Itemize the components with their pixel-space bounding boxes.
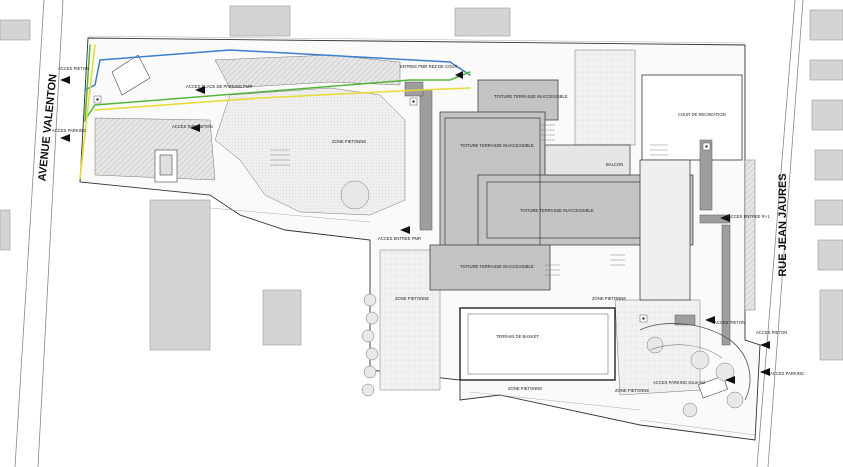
label-acces-parking-sous-sol: ACCES PARKING Sous-Sol — [653, 380, 705, 385]
street-rue-jean-jaures: RUE JEAN JAURES — [777, 173, 789, 276]
access-arrows — [60, 71, 770, 384]
label-toiture-top: TOITURE TERRASSE INACCESSIBLE — [494, 94, 568, 99]
label-toiture-mid: TOITURE TERRASSE INACCESSIBLE — [460, 143, 534, 148]
terrain-basket — [459, 307, 616, 381]
trees — [340, 180, 744, 418]
label-acces-parking-left: ACCES PARKING — [52, 128, 86, 133]
label-acces-entree-r1: ACCES ENTREE R+1 — [728, 214, 770, 219]
label-acces-rdc-pieton: ACCES RdC PIETON — [172, 124, 213, 129]
label-balcon: BALCON — [606, 162, 623, 167]
label-toiture-bottom: TOITURE TERRASSE INACCESSIBLE — [460, 264, 534, 269]
label-zone-pietonne-top: ZONE PIETONNE — [332, 139, 366, 144]
label-cour-recreation: COUR DE RECREATION — [678, 112, 726, 117]
stairs — [270, 124, 668, 276]
parking-vehicles — [111, 54, 728, 399]
street-lines — [14, 0, 804, 467]
dimension-lines — [87, 35, 756, 436]
driveway-ramp — [639, 323, 751, 401]
label-toiture-center: TOITURE TERRASSE INACCESSIBLE — [520, 208, 594, 213]
label-acces-pieton-mid: ACCES PIETON — [714, 320, 745, 325]
label-zone-pietonne-left: ZONE PIETONNE — [395, 296, 429, 301]
pmr-icons — [93, 95, 711, 323]
corridors — [404, 81, 731, 346]
label-terrain-basket: TERRAIN DE BASKET — [496, 334, 539, 339]
label-zone-pietonne-right: ZONE PIETONNE — [592, 296, 626, 301]
cour-recreation-area — [641, 74, 743, 161]
neighbour-buildings — [0, 5, 843, 361]
yellow-path — [79, 44, 471, 179]
label-acces-parking-right: ACCES PARKING — [770, 371, 804, 376]
label-acces-place-pmr: ACCES PLACE DE PARKING PMR — [186, 84, 252, 89]
access-paths — [79, 44, 471, 179]
label-acces-pieton-left: ACCES PIETON — [58, 66, 89, 71]
label-zone-pietonne-bottom1: ZONE PIETONNE — [508, 386, 542, 391]
label-zone-pietonne-bottom2: ZONE PIETONNE — [615, 388, 649, 393]
main-building — [429, 79, 694, 301]
label-entree-pmr: ENTREE PMR REZ DE COUR — [400, 64, 457, 69]
label-acces-entree-pmr: ACCES ENTREE PMR — [378, 236, 421, 241]
label-acces-pieton-right: ACCES PIETON — [756, 330, 787, 335]
blue-path — [84, 49, 471, 91]
green-path — [84, 44, 471, 123]
